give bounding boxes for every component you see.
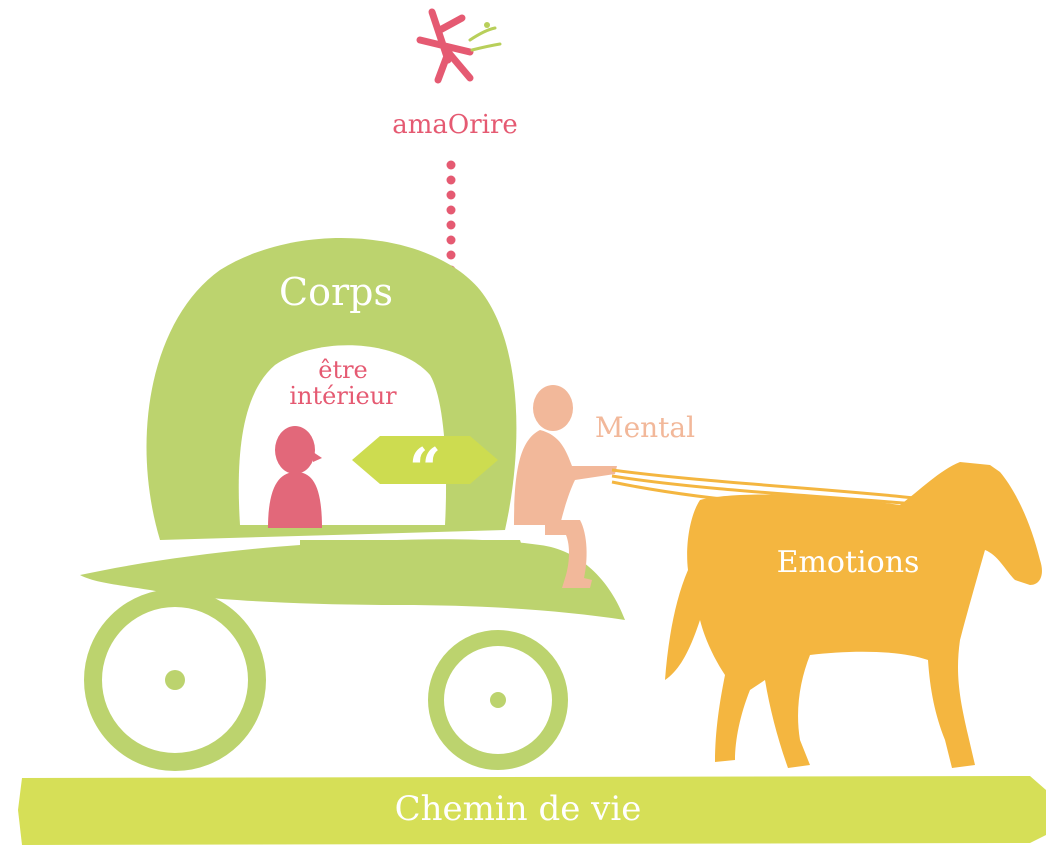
person-icon bbox=[268, 426, 322, 528]
label-mental: Mental bbox=[595, 411, 695, 444]
label-etre: être bbox=[318, 356, 368, 384]
label-emotions: Emotions bbox=[777, 545, 920, 580]
left-wheel bbox=[84, 589, 266, 771]
quote-mark: “ bbox=[409, 436, 441, 502]
right-wheel bbox=[428, 630, 568, 770]
brand-name: amaOrire bbox=[392, 110, 518, 140]
driver-icon bbox=[514, 385, 617, 588]
quote-arrow-icon: “ bbox=[352, 436, 498, 502]
star-logo-icon bbox=[416, 8, 502, 84]
label-corps: Corps bbox=[279, 270, 393, 314]
label-interieur: intérieur bbox=[289, 382, 397, 410]
label-chemin: Chemin de vie bbox=[395, 789, 642, 829]
horse-icon bbox=[665, 462, 1042, 768]
path-bar bbox=[18, 776, 1046, 845]
